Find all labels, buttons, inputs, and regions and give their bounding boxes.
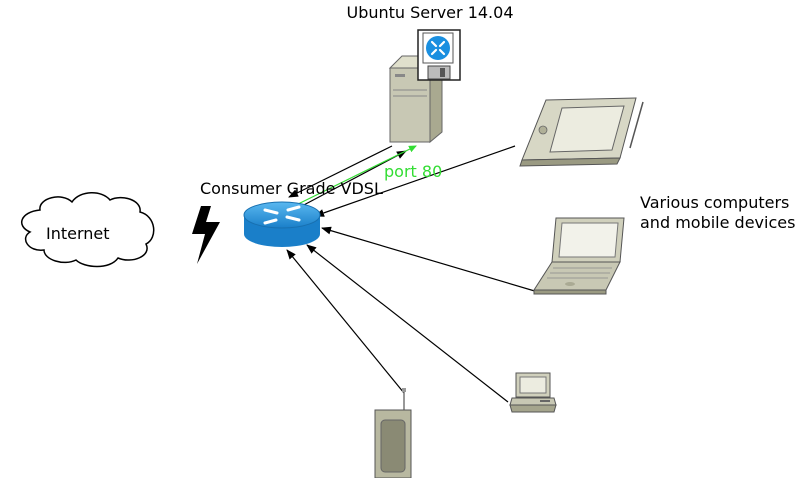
small-computer-icon — [509, 372, 557, 413]
link-workstation-to-router — [306, 244, 509, 403]
router-icon — [243, 201, 321, 247]
devices-label: Various computers and mobile devices — [640, 193, 796, 232]
cloud-icon — [20, 192, 155, 268]
port-label: port 80 — [384, 162, 443, 181]
mobile-phone-icon — [374, 388, 412, 479]
lightning-bolt-icon — [192, 206, 220, 264]
link-router-to-server — [299, 150, 407, 208]
link-tablet-to-router — [314, 145, 516, 217]
laptop-icon — [533, 217, 625, 295]
tablet-icon — [519, 97, 644, 167]
port-forward-arrow — [289, 145, 417, 209]
router-label: Consumer Grade VDSL — [200, 179, 383, 198]
tower-server-icon — [388, 29, 461, 144]
link-phone-to-router — [286, 249, 405, 394]
link-server-to-router — [288, 145, 393, 198]
link-laptop-to-router — [321, 226, 539, 293]
internet-label: Internet — [46, 224, 110, 243]
server-label: Ubuntu Server 14.04 — [346, 3, 514, 22]
